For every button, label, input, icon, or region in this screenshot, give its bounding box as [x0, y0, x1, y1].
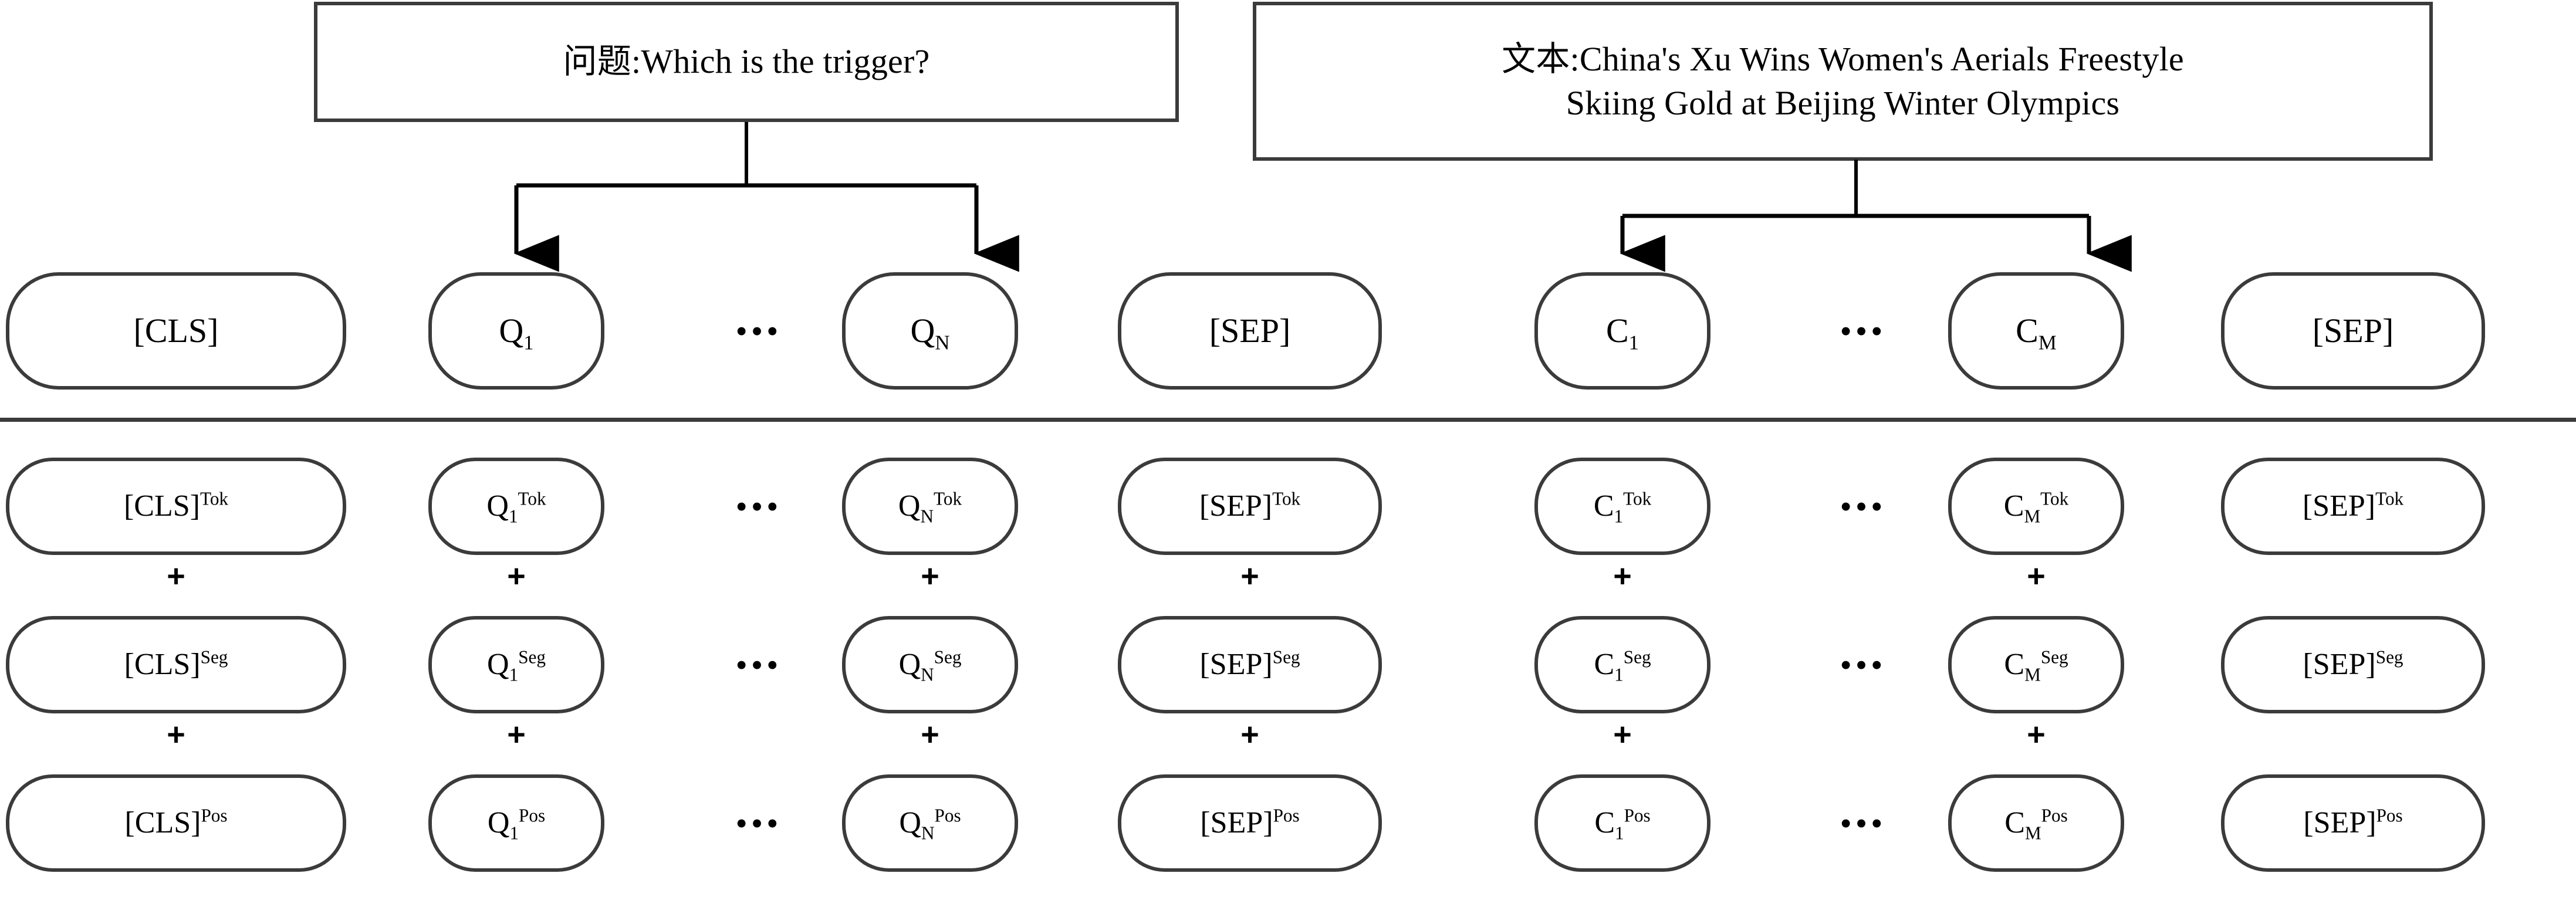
segment-embedding-row: [CLS]Seg Q1Seg ••• QNSeg [SEP]Seg C1Seg …: [0, 616, 2576, 713]
plus-sign: +: [1613, 717, 1632, 752]
seg-cell-sep-right: [SEP]Seg: [2221, 616, 2485, 713]
plus-sign: +: [921, 559, 939, 594]
seg-cell-c-first: C1Seg: [1534, 616, 1710, 713]
context-connector: [1620, 160, 2132, 272]
plus-sign: +: [2027, 717, 2046, 752]
ellipsis-question: •••: [735, 645, 782, 684]
plus-sign: +: [507, 559, 526, 594]
tok-label: CMTok: [2003, 488, 2069, 527]
tok-label: C1Tok: [1593, 488, 1652, 527]
token-embedding-row: [CLS]Tok Q1Tok ••• QNTok [SEP]Tok C1Tok …: [0, 458, 2576, 555]
token-label: C1: [1605, 312, 1639, 354]
ellipsis-question: •••: [735, 312, 782, 350]
pos-cell-c-last: CMPos: [1948, 774, 2124, 872]
pos-label: CMPos: [2004, 805, 2068, 844]
pos-cell-sep-mid: [SEP]Pos: [1118, 774, 1382, 872]
section-divider: [0, 418, 2576, 422]
question-source-text: 问题:Which is the trigger?: [563, 42, 930, 81]
tok-label: [SEP]Tok: [1199, 488, 1301, 523]
pos-label: [SEP]Pos: [1200, 805, 1300, 840]
tok-cell-c-first: C1Tok: [1534, 458, 1710, 555]
pos-cell-c-first: C1Pos: [1534, 774, 1710, 872]
seg-label: [SEP]Seg: [1199, 647, 1300, 681]
context-source-text: 文本:China's Xu Wins Women's Aerials Frees…: [1502, 40, 2184, 122]
tok-label: QNTok: [898, 488, 962, 527]
ellipsis-context: •••: [1840, 645, 1887, 684]
token-label: QN: [910, 312, 950, 354]
seg-label: Q1Seg: [487, 647, 546, 685]
seg-cell-q-last: QNSeg: [842, 616, 1018, 713]
plus-sign: +: [167, 717, 185, 752]
pos-cell-q-first: Q1Pos: [428, 774, 604, 872]
ellipsis-context: •••: [1840, 312, 1887, 350]
seg-cell-cls-left: [CLS]Seg: [6, 616, 346, 713]
tok-cell-q-last: QNTok: [842, 458, 1018, 555]
token-cell-cls-left: [CLS]: [6, 272, 346, 390]
seg-cell-c-last: CMSeg: [1948, 616, 2124, 713]
plus-sign: +: [1240, 559, 1259, 594]
seg-label: QNSeg: [898, 647, 962, 685]
tok-cell-cls-left: [CLS]Tok: [6, 458, 346, 555]
seg-label: C1Seg: [1594, 647, 1651, 685]
token-label: CM: [2016, 312, 2057, 354]
plus-sign: +: [167, 559, 185, 594]
tok-cell-q-first: Q1Tok: [428, 458, 604, 555]
input-token-row: [CLS] Q1 ••• QN [SEP] C1 ••• CM [SEP]: [0, 272, 2576, 390]
token-label: [CLS]: [133, 312, 219, 350]
seg-cell-q-first: Q1Seg: [428, 616, 604, 713]
token-cell-c-last: CM: [1948, 272, 2124, 390]
seg-label: [SEP]Seg: [2303, 647, 2403, 681]
tok-label: [SEP]Tok: [2302, 488, 2404, 523]
token-label: [SEP]: [2312, 312, 2394, 350]
tok-cell-sep-mid: [SEP]Tok: [1118, 458, 1382, 555]
pos-cell-sep-right: [SEP]Pos: [2221, 774, 2485, 872]
token-label: Q1: [499, 312, 534, 354]
question-connector: [513, 122, 1019, 272]
tok-label: [CLS]Tok: [123, 488, 229, 523]
tok-cell-c-last: CMTok: [1948, 458, 2124, 555]
position-embedding-row: [CLS]Pos Q1Pos ••• QNPos [SEP]Pos C1Pos …: [0, 774, 2576, 872]
token-cell-c-first: C1: [1534, 272, 1710, 390]
context-source-box: 文本:China's Xu Wins Women's Aerials Frees…: [1253, 2, 2433, 161]
plus-sign: +: [921, 717, 939, 752]
plus-separator-row-2: + + + + + +: [0, 717, 2576, 752]
question-source-box: 问题:Which is the trigger?: [314, 2, 1179, 122]
token-cell-q-last: QN: [842, 272, 1018, 390]
seg-cell-sep-mid: [SEP]Seg: [1118, 616, 1382, 713]
plus-sign: +: [1613, 559, 1632, 594]
seg-label: CMSeg: [2004, 647, 2068, 685]
seg-label: [CLS]Seg: [124, 647, 228, 681]
ellipsis-question: •••: [735, 487, 782, 526]
plus-sign: +: [507, 717, 526, 752]
plus-sign: +: [1240, 717, 1259, 752]
pos-label: Q1Pos: [487, 805, 546, 844]
ellipsis-question: •••: [735, 804, 782, 842]
ellipsis-context: •••: [1840, 487, 1887, 526]
plus-separator-row-1: + + + + + +: [0, 559, 2576, 594]
pos-label: [CLS]Pos: [124, 805, 228, 840]
token-cell-sep-right: [SEP]: [2221, 272, 2485, 390]
pos-label: [SEP]Pos: [2303, 805, 2403, 840]
token-cell-sep-mid: [SEP]: [1118, 272, 1382, 390]
ellipsis-context: •••: [1840, 804, 1887, 842]
pos-label: QNPos: [899, 805, 961, 844]
token-label: [SEP]: [1209, 312, 1291, 350]
tok-label: Q1Tok: [486, 488, 546, 527]
pos-cell-cls-left: [CLS]Pos: [6, 774, 346, 872]
tok-cell-sep-right: [SEP]Tok: [2221, 458, 2485, 555]
plus-sign: +: [2027, 559, 2046, 594]
pos-cell-q-last: QNPos: [842, 774, 1018, 872]
pos-label: C1Pos: [1594, 805, 1651, 844]
token-cell-q-first: Q1: [428, 272, 604, 390]
